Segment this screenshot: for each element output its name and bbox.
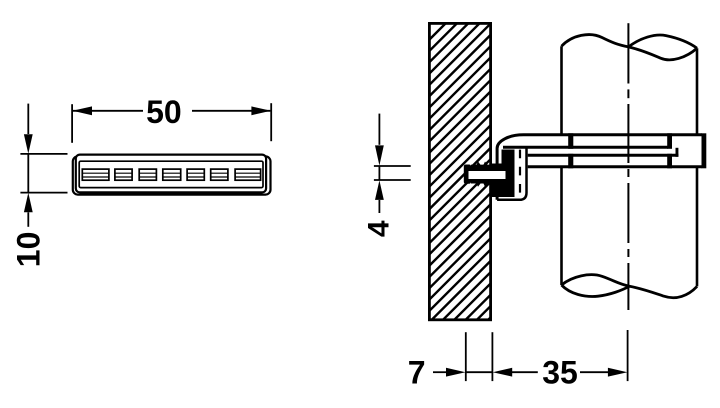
svg-text:10: 10 [11,232,47,268]
svg-text:35: 35 [542,355,578,391]
svg-text:4: 4 [363,220,396,237]
svg-text:50: 50 [146,94,182,130]
svg-text:7: 7 [408,355,426,391]
